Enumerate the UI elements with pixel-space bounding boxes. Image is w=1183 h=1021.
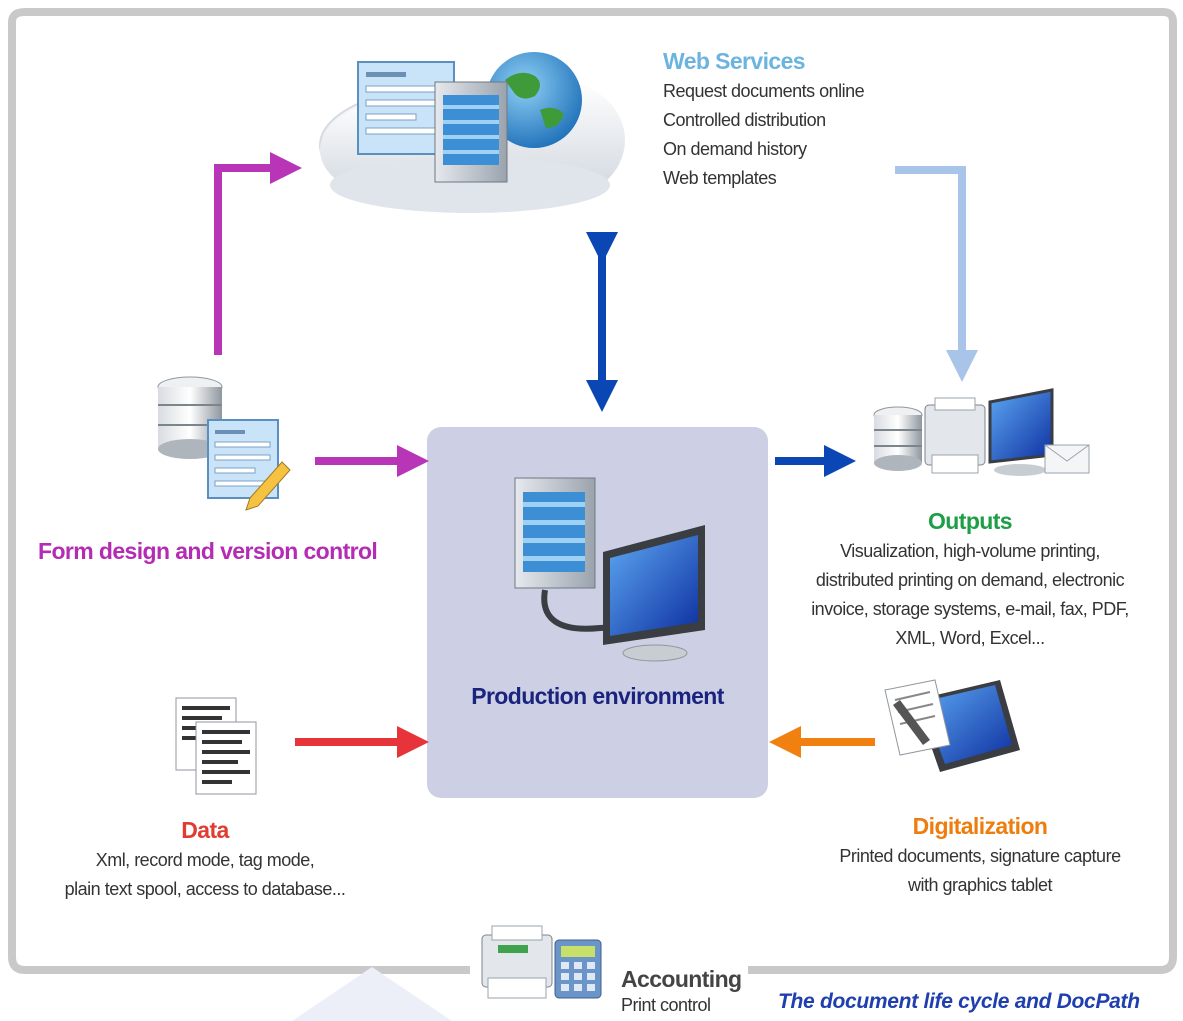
- web-services-line: Controlled distribution: [663, 110, 826, 130]
- web-services-line: On demand history: [663, 139, 807, 159]
- form-design-title: Form design and version control: [38, 538, 378, 564]
- digitalization-block: Digitalization Printed documents, signat…: [800, 813, 1160, 900]
- outputs-description: Visualization, high-volume printing, dis…: [770, 537, 1170, 653]
- web-services-block: Web Services Request documents online Co…: [663, 48, 865, 193]
- data-line: Xml, record mode, tag mode,: [95, 850, 315, 870]
- documents-illustration: [175, 697, 257, 795]
- web-services-description: Request documents online Controlled dist…: [663, 77, 865, 193]
- monitor-icon: [988, 388, 1054, 464]
- server-monitor-illustration: [514, 477, 705, 662]
- cloud-server-illustration: [319, 52, 625, 213]
- arrow-form-to-web: [214, 152, 302, 355]
- outputs-line: XML, Word, Excel...: [895, 628, 1045, 648]
- data-title: Data: [181, 817, 229, 843]
- digitalization-title: Digitalization: [912, 813, 1048, 839]
- envelope-icon: [1044, 444, 1090, 474]
- database-form-illustration: [157, 376, 291, 511]
- data-line: plain text spool, access to database...: [64, 879, 346, 899]
- data-block: Data Xml, record mode, tag mode, plain t…: [30, 817, 380, 904]
- outputs-line: Visualization, high-volume printing,: [840, 541, 1100, 561]
- contract-document: [884, 679, 951, 756]
- outputs-title: Outputs: [928, 508, 1013, 534]
- data-description: Xml, record mode, tag mode, plain text s…: [30, 846, 380, 904]
- arrow-web-to-outputs: [895, 166, 978, 382]
- outputs-line: invoice, storage systems, e-mail, fax, P…: [811, 599, 1129, 619]
- outputs-line: distributed printing on demand, electron…: [815, 570, 1125, 590]
- web-services-line: Request documents online: [663, 81, 865, 101]
- accounting-block: Accounting Print control: [621, 966, 742, 1017]
- accounting-subtitle: Print control: [621, 995, 711, 1015]
- frame-border: [8, 8, 1177, 974]
- production-title: Production environment: [471, 683, 724, 709]
- pen-icon: [893, 700, 930, 745]
- pencil-icon: [245, 461, 291, 511]
- production-box: [427, 427, 768, 798]
- outputs-illustration: [873, 388, 1090, 476]
- accounting-title: Accounting: [621, 966, 742, 992]
- digitalization-line: with graphics tablet: [907, 875, 1053, 895]
- diagram-caption: The document life cycle and DocPath: [778, 990, 1140, 1013]
- accounting-illustration: [481, 925, 602, 999]
- digitalization-description: Printed documents, signature capture wit…: [800, 842, 1160, 900]
- watermark-triangle: [292, 967, 452, 1021]
- outputs-block: Outputs Visualization, high-volume print…: [770, 508, 1170, 653]
- scanner-illustration: [884, 679, 1020, 772]
- digitalization-line: Printed documents, signature capture: [839, 846, 1121, 866]
- web-services-title: Web Services: [663, 48, 806, 74]
- web-services-line: Web templates: [663, 168, 777, 188]
